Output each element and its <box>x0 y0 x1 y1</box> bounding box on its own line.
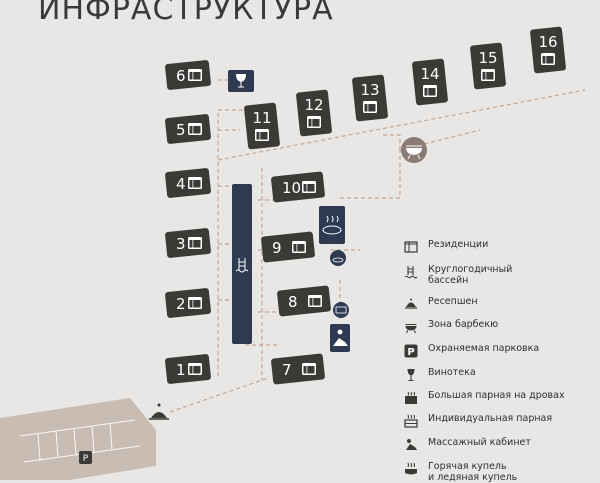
residence-number: 8 <box>288 293 298 311</box>
residence-number: 12 <box>304 96 323 114</box>
legend-item: Ресепшен <box>404 296 478 311</box>
residence-5[interactable]: 5 <box>165 114 211 144</box>
sauna-icon <box>333 302 349 318</box>
legend-item: Резиденции <box>404 239 488 254</box>
legend-item: Большая парная на дровах <box>404 390 565 405</box>
residence-number: 9 <box>272 239 282 257</box>
residence-number: 3 <box>176 235 186 253</box>
hot-tub-icon <box>319 206 345 244</box>
residence-number: 5 <box>176 121 186 139</box>
wood-sauna-icon <box>404 391 418 405</box>
residence-number: 6 <box>176 67 186 85</box>
residence-icon <box>404 240 418 254</box>
legend-item: Массажный кабинет <box>404 437 531 452</box>
svg-text:P: P <box>407 347 414 358</box>
legend-label: Охраняемая парковка <box>428 343 540 354</box>
residence-number: 13 <box>360 81 379 99</box>
legend-item: Индивидуальная парная <box>404 413 552 428</box>
residence-13[interactable]: 13 <box>352 74 388 122</box>
residence-3[interactable]: 3 <box>165 228 211 258</box>
grill-icon <box>404 320 418 334</box>
residence-8[interactable]: 8 <box>277 285 331 317</box>
pool-ladder-icon <box>235 258 249 273</box>
residence-2[interactable]: 2 <box>165 288 211 318</box>
wine-glass-icon <box>228 70 254 92</box>
legend-label: Резиденции <box>428 239 489 250</box>
legend-label: Винотека <box>428 367 476 378</box>
residence-10[interactable]: 10 <box>271 171 325 203</box>
legend-label: Индивидуальная парная <box>428 413 553 424</box>
legend-item: Горячая купель и ледяная купель <box>404 461 517 483</box>
parking-ground <box>0 398 156 480</box>
residence-12[interactable]: 12 <box>296 89 332 137</box>
residence-number: 16 <box>538 33 557 51</box>
residence-number: 7 <box>282 361 292 379</box>
legend-label: Ресепшен <box>428 296 478 307</box>
massage-icon <box>404 438 418 452</box>
parking-label: P <box>83 454 89 464</box>
residence-number: 4 <box>176 175 186 193</box>
legend-item: Зона барбекю <box>404 319 498 334</box>
residence-number: 10 <box>282 179 301 197</box>
legend-label: Круглогодичный бассейн <box>428 264 513 286</box>
page-title: ИНФРАСТРУКТУРА <box>38 0 334 27</box>
legend-item: Круглогодичный бассейн <box>404 264 512 286</box>
residence-number: 11 <box>252 109 271 127</box>
residence-number: 15 <box>478 49 497 67</box>
residence-9[interactable]: 9 <box>261 231 315 263</box>
hot-tub-icon <box>404 462 418 476</box>
sauna-icon <box>404 414 418 428</box>
residence-1[interactable]: 1 <box>165 354 211 384</box>
legend-item: Винотека <box>404 367 476 382</box>
pool-ladder-icon <box>404 265 418 279</box>
residence-number: 2 <box>176 295 186 313</box>
residence-number: 1 <box>176 361 186 379</box>
parking-icon: P <box>79 451 92 464</box>
reception-bell-icon <box>149 403 169 420</box>
residence-15[interactable]: 15 <box>470 42 506 90</box>
legend-label: Зона барбекю <box>428 319 499 330</box>
residence-6[interactable]: 6 <box>165 60 211 90</box>
parking-icon: P <box>404 344 418 358</box>
legend-label: Большая парная на дровах <box>428 390 565 401</box>
residence-7[interactable]: 7 <box>271 353 325 385</box>
legend-label: Массажный кабинет <box>428 437 531 448</box>
residence-4[interactable]: 4 <box>165 168 211 198</box>
wine-glass-icon <box>404 368 418 382</box>
grill-icon <box>401 137 427 163</box>
residence-11[interactable]: 11 <box>244 102 280 150</box>
hot-tub-small-icon <box>330 250 346 266</box>
legend-item: P Охраняемая парковка <box>404 343 539 358</box>
swimming-pool <box>232 184 252 344</box>
reception-bell-icon <box>404 297 418 311</box>
residence-number: 14 <box>420 65 439 83</box>
residence-16[interactable]: 16 <box>530 26 566 74</box>
residence-14[interactable]: 14 <box>412 58 448 106</box>
legend-label: Горячая купель и ледяная купель <box>428 461 518 483</box>
massage-icon <box>330 324 350 352</box>
